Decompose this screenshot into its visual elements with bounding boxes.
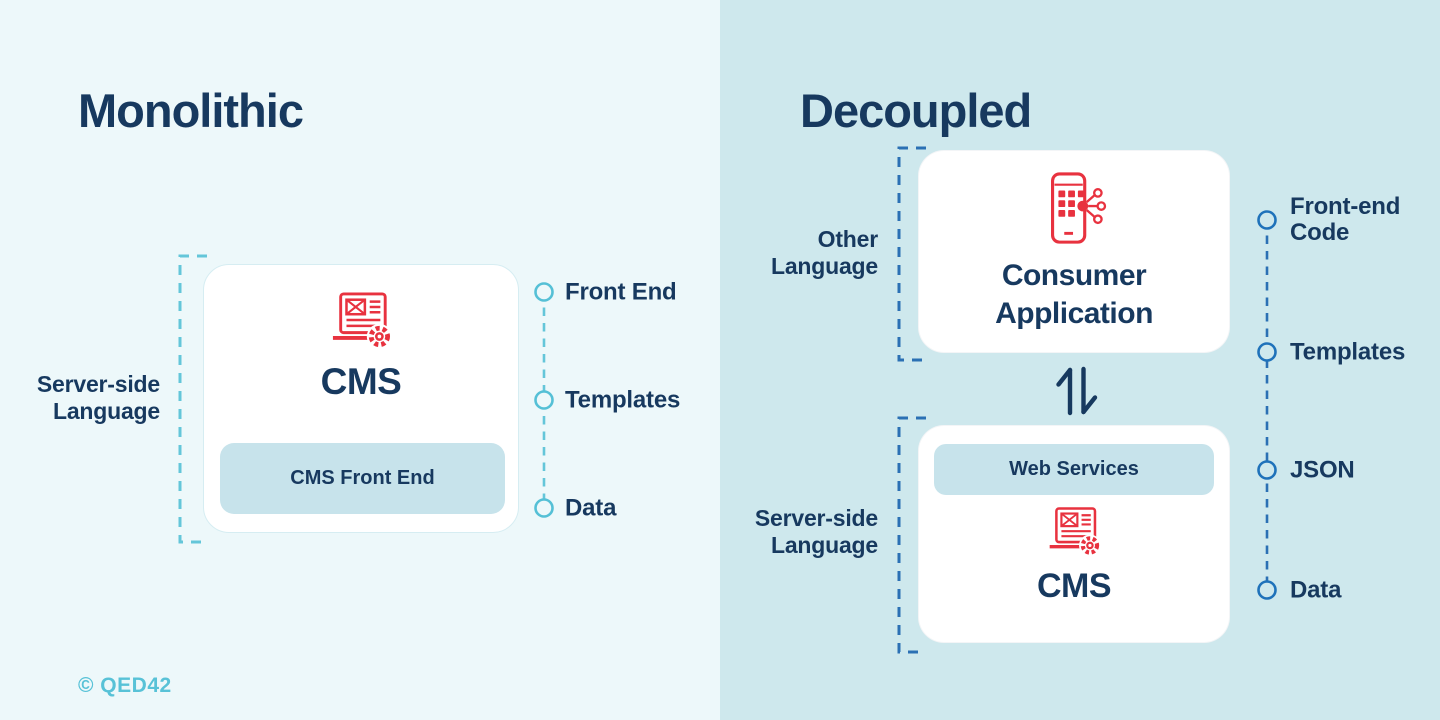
cms-laptop-gear-icon (332, 292, 392, 350)
connector-dot (1257, 460, 1277, 480)
bidirectional-arrows-icon (1056, 366, 1098, 416)
server-side-language-label: Server-side Language (36, 370, 160, 424)
bracket-dashed-line (897, 146, 926, 362)
cms-box: CMS CMS Front End (203, 264, 519, 533)
monolithic-bracket (178, 254, 207, 544)
cms-laptop-gear-icon (1049, 507, 1101, 557)
bracket-dashed-line (178, 254, 207, 544)
connector-dot (1257, 342, 1277, 362)
monolithic-title: Monolithic (78, 84, 304, 138)
web-services-label: Web Services (1009, 458, 1139, 480)
connector-dot (1257, 210, 1277, 230)
output-templates: Templates (1290, 338, 1406, 366)
consumer-application-title: Consumer Application (995, 259, 1153, 330)
mobile-app-share-icon (1051, 172, 1107, 244)
consumer-app-bracket (897, 146, 926, 362)
output-front-end-code: Front-end Code (1290, 193, 1401, 246)
bracket-dashed-line (897, 416, 926, 654)
monolithic-panel: Monolithic Server-side Language (0, 0, 720, 720)
decoupled-panel: Decoupled Other Language (720, 0, 1440, 720)
monolithic-output-connector (534, 282, 554, 518)
connector-dot (1257, 580, 1277, 600)
connector-dot (534, 390, 554, 410)
output-json: JSON (1290, 456, 1355, 484)
cms-front-end-label: CMS Front End (290, 467, 435, 489)
cms-box-title: CMS (320, 361, 402, 402)
connector-dot (534, 282, 554, 302)
consumer-application-box: Consumer Application (918, 150, 1230, 353)
other-language-label: Other Language (770, 225, 878, 279)
decoupled-output-connector (1257, 210, 1277, 600)
output-data: Data (565, 494, 617, 522)
decoupled-title: Decoupled (800, 84, 1032, 138)
connector-dot (534, 498, 554, 518)
decoupled-cms-box: Web Services CMS (918, 425, 1230, 643)
server-side-language-label: Server-side Language (754, 504, 878, 558)
decoupled-cms-title: CMS (1036, 567, 1112, 605)
qed42-copyright: © QED42 (78, 674, 172, 697)
output-data: Data (1290, 576, 1342, 604)
output-front-end: Front End (565, 278, 677, 306)
output-templates: Templates (565, 386, 681, 414)
decoupled-cms-bracket (897, 416, 926, 654)
cms-front-end-box: CMS Front End (220, 443, 505, 514)
web-services-box: Web Services (934, 444, 1214, 495)
